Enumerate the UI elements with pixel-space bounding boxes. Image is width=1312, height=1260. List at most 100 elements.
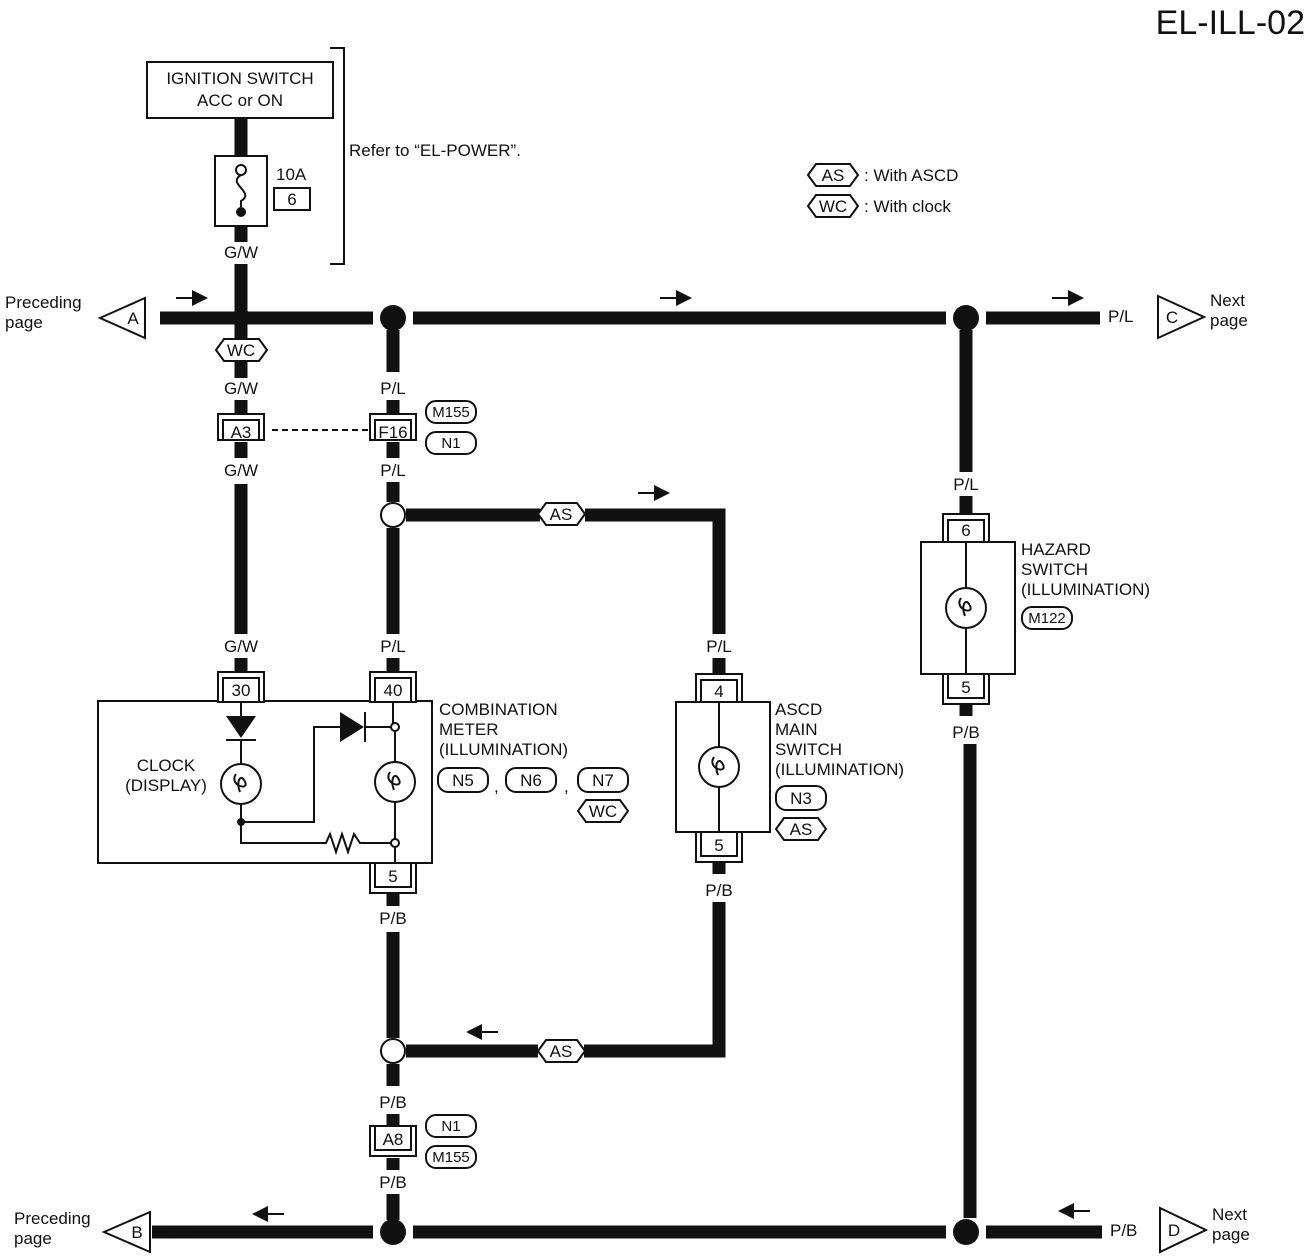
connector-n5 [437,767,489,793]
connector-m122-text: M122 [1028,610,1066,627]
clock-label-1: CLOCK [137,756,196,775]
wire-label-gw-1: G/W [224,243,258,262]
wire-label-gw-4: G/W [224,637,258,656]
legend-text-wc: : With clock [864,197,951,216]
ascd-pin-4: 4 [714,682,723,701]
connector-n1-bottom-text: N1 [441,1118,460,1135]
ascd-name-2: MAIN [775,720,818,739]
hazard-pin-6: 6 [961,521,970,540]
wire-label-gw-2: G/W [224,379,258,398]
connector-b [101,1210,151,1254]
connector-n7 [577,767,629,793]
meter-name-1: COMBINATION [439,700,558,719]
connector-m155-bottom [425,1145,477,1169]
combination-meter: 30 40 5 [97,671,433,894]
joint-connector-f16-label: F16 [378,423,407,442]
clock-diode [226,716,256,738]
ascd-name-1: ASCD [775,700,822,719]
connector-d-label: Next [1212,1205,1247,1224]
connector-n5-text: N5 [452,771,474,790]
splice-bottom-left [380,1219,406,1245]
ascd-pin-5: 5 [714,836,723,855]
wire-label-pl-3: P/L [380,637,406,656]
connector-n1-bottom [425,1114,477,1138]
pin-40: 40 [384,681,403,700]
ascd-main-switch: 4 5 [675,673,771,863]
connector-a [97,296,146,340]
connector-n3-text: N3 [790,789,812,808]
wire-as-branch-to-ascd [585,508,726,634]
connector-d [1159,1206,1209,1254]
meter-name-3: (ILLUMINATION) [439,740,568,759]
connector-c-wire: P/L [1108,307,1134,326]
connector-a-label: Preceding [5,293,82,312]
connector-d-letter: D [1168,1221,1180,1240]
legend: AS : With ASCD WC : With clock [806,163,958,218]
meter-diode [340,712,364,742]
connector-n6 [505,767,557,793]
wc-tag-top [214,338,269,362]
joint-connector-a8-label: A8 [383,1130,404,1149]
connector-n1-top [425,431,477,455]
connector-a-wire: P/L [164,309,190,328]
connector-m122 [1021,606,1073,630]
wire-label-pl-1: P/L [380,379,406,398]
legend-text-as: : With ASCD [864,166,958,185]
wire-label-pl-5: P/L [953,475,979,494]
wc-tag-top-text: WC [227,341,255,360]
hazard-switch: 6 5 [920,513,1016,705]
wc-tag-meter [576,799,630,823]
pin-30: 30 [232,681,251,700]
ascd-name-4: (ILLUMINATION) [775,760,904,779]
ascd-name-3: SWITCH [775,740,842,759]
wire-label-gw-3: G/W [224,461,258,480]
connector-c-label: Next [1210,291,1245,310]
connector-m155-bottom-text: M155 [432,1149,470,1166]
connector-c [1157,294,1207,340]
splice-open-bottom [380,1038,406,1064]
splice-top-left [380,305,406,331]
joint-connector-a8 [369,1125,417,1157]
hazard-pin-5: 5 [961,678,970,697]
wire-label-pb-4: P/B [705,881,732,900]
as-tag-top-text: AS [550,505,573,524]
as-tag-ascd-text: AS [790,820,813,839]
ignition-switch-label: IGNITION SWITCH [166,69,313,88]
legend-code-as: AS [822,166,845,185]
connector-b-label: Preceding [14,1209,91,1228]
clock-lamp [220,763,262,805]
wire-label-pl-4: P/L [706,637,732,656]
ignition-switch-state: ACC or ON [197,91,283,110]
comma-1: , [494,777,499,796]
wire-label-pb-1: P/B [379,909,406,928]
wc-tag-meter-text: WC [589,802,617,821]
power-bracket [330,47,345,265]
hazard-name-2: SWITCH [1021,560,1088,579]
wire-label-pl-2: P/L [380,461,406,480]
legend-code-wc: WC [819,197,847,216]
connector-b-wire: P/B [164,1223,191,1242]
hazard-name-1: HAZARD [1021,540,1091,559]
connector-b-letter: B [131,1223,142,1242]
fuse-number-box [273,187,311,211]
splice-open-top [380,502,406,528]
clock-label-2: (DISPLAY) [125,776,207,795]
ascd-lamp [698,746,740,788]
connector-d-wire: P/B [1110,1221,1137,1240]
connector-m155-top-text: M155 [432,404,470,421]
wire-ascd-return [584,902,726,1058]
joint-connector-f16 [369,413,417,441]
hazard-name-3: (ILLUMINATION) [1021,580,1150,599]
pin-5-meter: 5 [388,867,397,886]
as-tag-bottom-text: AS [550,1042,573,1061]
connector-n6-text: N6 [520,771,542,790]
power-reference: Refer to “EL-POWER”. [349,141,521,160]
connector-d-label2: page [1212,1225,1250,1244]
connector-n3 [775,785,827,811]
page-title: EL-ILL-02 [1156,4,1305,42]
connector-c-letter: C [1166,308,1178,327]
hazard-lamp [945,587,987,629]
as-tag-bottom [536,1039,587,1063]
meter-name-2: METER [439,720,499,739]
